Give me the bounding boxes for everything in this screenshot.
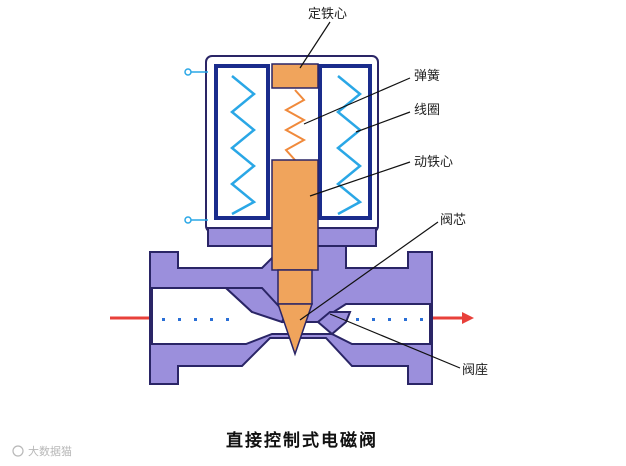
right-coil-winding [336,75,363,216]
label-moving-core: 动铁心 [414,155,453,170]
label-valve-seat: 阀座 [462,363,488,378]
watermark: 大数据猫 [12,444,72,458]
outlet-flow-arrow [430,312,474,324]
label-coil: 线圈 [414,103,440,118]
leader-moving-core [309,161,411,197]
fixed-core [271,63,319,89]
leader-valve-core [299,221,439,321]
terminal-top [184,68,208,76]
left-coil-winding [230,75,257,216]
label-valve-core: 阀芯 [440,213,466,228]
leader-coil [355,111,411,133]
label-fixed-core: 定铁心 [308,7,347,22]
terminal-bottom [184,216,208,224]
moving-core [271,159,319,357]
watermark-text: 大数据猫 [28,444,72,458]
leader-valve-seat [329,313,461,369]
label-spring: 弹簧 [414,68,440,84]
small-spring [283,89,307,161]
leader-fixed-core [299,21,331,69]
leader-spring [303,77,411,125]
diagram-caption: 直接控制式电磁阀 [226,430,378,451]
